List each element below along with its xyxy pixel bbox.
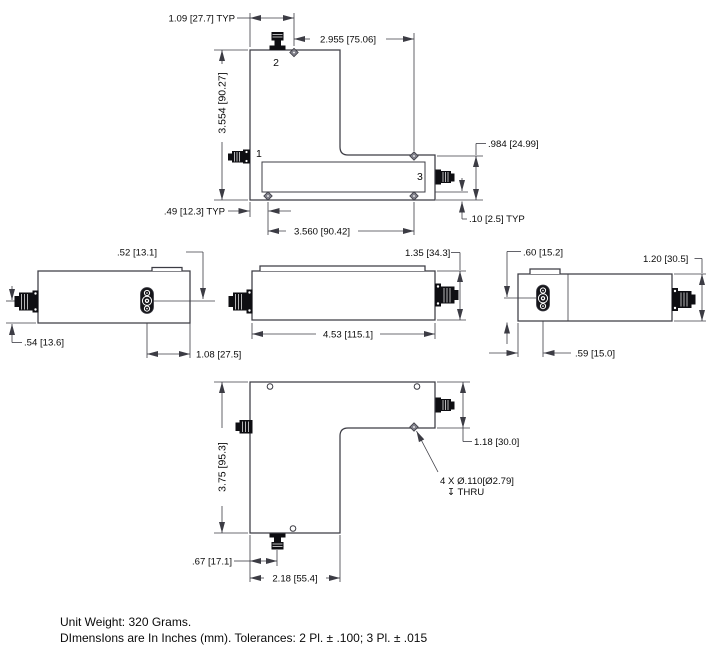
dim-label: .54 [13.6] [24,338,64,349]
sma-connector-bottom-down [269,533,286,550]
screw-hole [413,383,421,390]
dim-front-length: 4.53 [115.1] [252,330,435,341]
port-label-2: 2 [273,57,279,69]
port-label-1: 1 [256,148,262,160]
top-view: 1 2 3 1.09 [27.7] TYP 2.955 [75.06] 3.55… [164,13,539,238]
dim-label: 1.35 [34.3] [405,248,450,259]
pin-connector-right-view [536,284,550,312]
sma-connector-port1 [228,149,250,164]
dim-right-height: 1.20 [30.5] [643,254,705,321]
dim-label: 1.18 [30.0] [474,437,519,448]
label-recess [261,161,426,193]
dim-label: .67 [17.1] [192,557,232,568]
sma-connector-side-right [672,288,696,311]
cover-lip [529,268,561,274]
dim-label: .49 [12.3] TYP [164,207,225,218]
note-tolerances: DImensIons are In Inches (mm). Tolerance… [60,631,427,645]
dim-front-height: 1.35 [34.3] [405,248,463,320]
dim-edge-to-hole-typ: .49 [12.3] TYP [164,207,291,218]
notes: Unit Weight: 320 Grams. DImensIons are I… [60,615,427,645]
dim-hole-span: 3.560 [90.42] [268,227,414,238]
right-side-view: .60 [15.2] 1.20 [30.5] .59 [15.0] [489,248,706,360]
bottom-view: 3.75 [95.3] 1.18 [30.0] 4 X Ø.110[Ø2.79]… [192,381,519,585]
dim-label: 2.955 [75.06] [320,35,376,46]
sma-connector-port2 [269,32,286,50]
dim-label: 3.560 [90.42] [294,227,350,238]
dim-hole-offset-typ: 1.09 [27.7] TYP [169,14,294,25]
dim-pin-offset-top-right-view: .60 [15.2] [504,248,563,344]
dim-label: 1.20 [30.5] [643,254,688,265]
dim-recess-depth-typ: .10 [2.5] TYP [459,178,525,225]
dim-label: 3.75 [95.3] [217,442,229,492]
dim-label: 1.08 [27.5] [196,350,241,361]
dim-label: 3.554 [90.27] [217,72,229,133]
cover-lip [259,265,426,271]
pin-connector [140,287,154,314]
dim-label: .10 [2.5] TYP [469,214,525,225]
housing-outline-bottom [249,381,436,534]
sma-connector-bottom-left [235,420,253,434]
sma-connector-bottom-right [435,397,455,413]
sma-connector-port3 [435,169,455,185]
dim-right-step: .984 [24.99] [473,139,539,200]
hole-callout: 4 X Ø.110[Ø2.79] ↧ THRU [416,430,514,498]
screw-hole [289,525,297,532]
screw-hole [266,383,274,390]
hole-center [413,426,415,428]
dim-bottom-step: 1.18 [30.0] [460,382,519,448]
dim-label: .59 [15.0] [575,349,615,360]
dim-label: 1.09 [27.7] TYP [169,14,236,25]
dim-label: 2.18 [55.4] [272,574,317,585]
dim-bottom-overall-height: 3.75 [95.3] [217,382,229,533]
hole-callout-line2: ↧ THRU [447,487,484,498]
dim-pin-offset-left: .59 [15.0] [489,349,615,360]
port-label-3: 3 [417,171,423,183]
dim-connector-offset: .67 [17.1] [192,557,277,568]
dim-label: .60 [15.2] [523,248,563,259]
housing-outline-front [251,270,436,321]
left-side-view: .52 [13.1] .54 [13.6] 1.08 [27.5] [6,248,241,361]
dim-overall-height-top: 3.554 [90.27] [217,50,229,200]
sma-connector-front-right [435,283,459,307]
mounting-hole-markers-top [263,47,419,201]
sma-connector-front-left [228,289,253,314]
dim-arm-width: 2.18 [55.4] [250,574,340,585]
dim-pin-offset-top-left-view: .52 [13.1] [117,248,206,299]
dim-port2-to-holes: 2.955 [75.06] [294,35,414,46]
dim-pin-to-edge: 1.08 [27.5] [147,350,241,361]
note-unit-weight: Unit Weight: 320 Grams. [60,615,191,629]
dim-label: 4.53 [115.1] [323,330,373,341]
dim-label: .52 [13.1] [117,248,157,259]
sma-connector-side [14,290,39,313]
front-view: 1.35 [34.3] 4.53 [115.1] [228,248,466,341]
dim-label: .984 [24.99] [488,139,539,150]
housing-outline-side [37,270,191,324]
hole-callout-line1: 4 X Ø.110[Ø2.79] [440,476,514,487]
dim-connector-height: .54 [13.6] [9,286,64,349]
cover-lip [151,266,183,271]
